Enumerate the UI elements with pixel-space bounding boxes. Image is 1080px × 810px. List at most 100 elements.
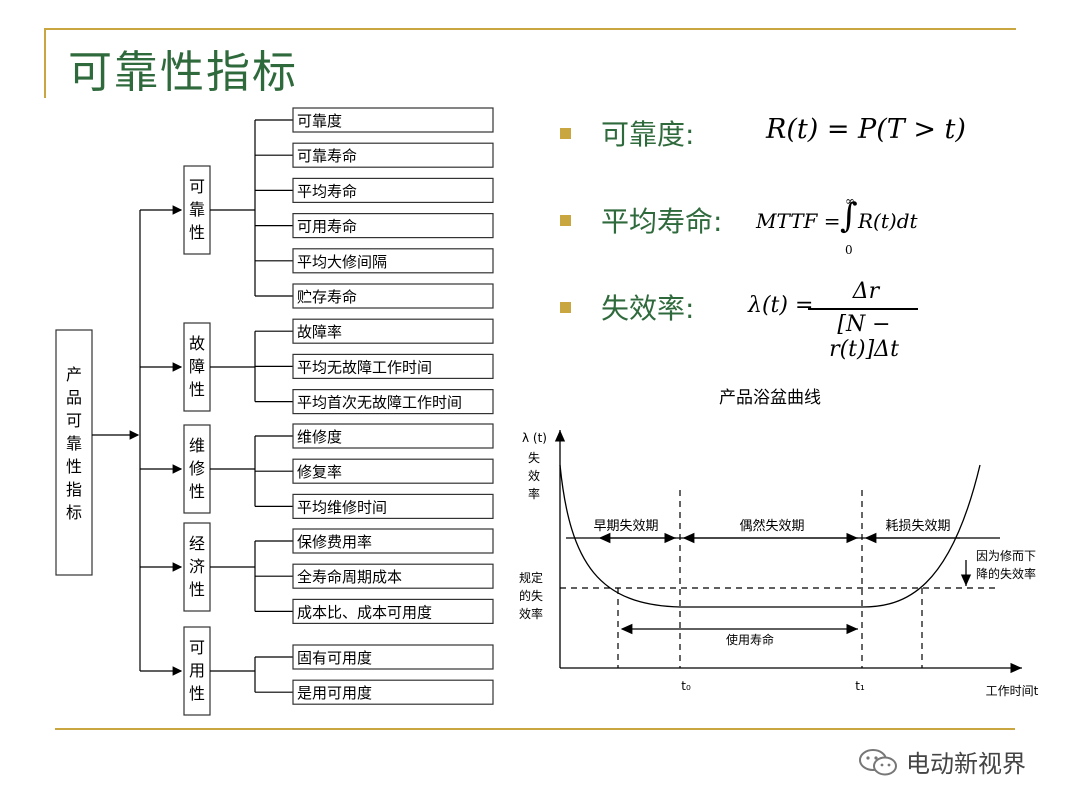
curve-title: 产品浴盆曲线 [719, 388, 821, 408]
wechat-icon [859, 748, 897, 775]
item-label: 贮存寿命 [297, 288, 357, 306]
formula-failure-denominator: [N − r(t)]Δt [829, 312, 899, 362]
formula-reliability: 可靠度: [560, 113, 694, 153]
group-label-char: 性 [189, 684, 205, 703]
group-label-char: 济 [189, 557, 205, 576]
y-axis-label: λ (t) [522, 431, 547, 445]
formula-label: 平均寿命: [601, 205, 723, 238]
item-box [292, 142, 494, 168]
item-label: 修复率 [297, 463, 342, 481]
item-box [292, 248, 494, 274]
root-label-char: 产 [66, 365, 82, 384]
spec-rate-label-line: 效率 [519, 606, 543, 621]
item-box [292, 679, 494, 705]
bullet-icon [560, 301, 571, 313]
item-label: 可靠度 [297, 112, 342, 130]
life-label: 使用寿命 [726, 632, 774, 647]
integral-sign: ∫ [840, 196, 858, 236]
group-label-char: 性 [189, 482, 205, 501]
item-label: 全寿命周期成本 [297, 568, 402, 586]
group-label-char: 维 [189, 436, 205, 455]
group-box [183, 322, 211, 412]
bullet-icon [560, 214, 571, 226]
formula-failure-lhs: λ(t) = [748, 293, 814, 318]
group-box [183, 626, 211, 716]
group-box [183, 522, 211, 612]
group-label-char: 用 [189, 661, 205, 680]
reliability-tree-diagram: 产品可靠性指标可靠性可靠度可靠寿命平均寿命可用寿命平均大修间隔贮存寿命故障性故障… [55, 107, 494, 716]
formula-reliability-expr: R(t) = P(T > t) [766, 114, 966, 145]
item-box [292, 213, 494, 239]
group-label-char: 靠 [189, 200, 205, 219]
group-box [183, 165, 211, 255]
page-title: 可靠性指标 [68, 47, 298, 98]
root-label-char: 靠 [66, 434, 82, 453]
item-box [292, 598, 494, 625]
group-label-char: 性 [189, 223, 205, 242]
watermark: 电动新视界 [858, 744, 1026, 779]
formula-failure-rate: 失效率: [560, 287, 694, 327]
group-label-char: 障 [189, 357, 205, 376]
note-label-line: 因为修而下 [976, 548, 1036, 563]
phase-label: 耗损失效期 [885, 519, 950, 534]
formula-label: 失效率: [601, 292, 695, 325]
root-box [55, 329, 93, 576]
item-label: 可靠寿命 [297, 147, 357, 165]
formula-mttf-lhs: MTTF = [756, 209, 841, 233]
item-label: 平均无故障工作时间 [297, 358, 432, 376]
group-label-char: 经 [189, 534, 205, 553]
bottom-rule [55, 728, 1015, 730]
root-label-char: 可 [66, 411, 82, 430]
item-label: 平均维修时间 [297, 498, 387, 516]
formula-mttf-integrand: R(t)dt [858, 209, 918, 233]
item-box [292, 107, 494, 133]
title-accent-bar [44, 28, 46, 98]
root-label-char: 指 [66, 480, 82, 499]
t1-label: t₁ [855, 679, 865, 693]
spec-rate-label-line: 的失 [519, 588, 543, 603]
item-box [292, 283, 494, 309]
group-label-char: 可 [189, 638, 205, 657]
integral-lower: 0 [845, 243, 853, 257]
bathtub-curve [559, 464, 981, 608]
formula-failure-numerator: Δr [852, 279, 880, 304]
item-box [292, 528, 494, 554]
y-axis-label-line: 效 [528, 468, 540, 483]
item-label: 平均首次无故障工作时间 [297, 394, 462, 412]
item-label: 维修度 [297, 428, 342, 446]
root-label-char: 性 [66, 457, 82, 476]
phase-label: 偶然失效期 [739, 518, 804, 534]
y-axis-label-line: 失 [528, 450, 540, 465]
item-label: 可用寿命 [297, 218, 357, 236]
top-rule [44, 28, 1016, 30]
formula-label: 可靠度: [601, 118, 695, 151]
watermark-text: 电动新视界 [906, 750, 1026, 778]
formula-mttf: 平均寿命: [560, 200, 722, 240]
spec-rate-label-line: 规定 [519, 570, 543, 585]
group-label-char: 故 [189, 334, 205, 353]
item-box [292, 563, 494, 589]
root-label-char: 标 [66, 503, 82, 522]
item-box [292, 177, 494, 203]
group-label-char: 修 [189, 459, 205, 478]
group-label-char: 性 [189, 380, 205, 399]
item-label: 保修费用率 [297, 533, 372, 551]
item-box [292, 423, 494, 449]
phase-label: 早期失效期 [593, 519, 658, 534]
item-label: 成本比、成本可用度 [297, 603, 432, 621]
integral-upper: ∞ [845, 194, 855, 208]
bullet-icon [560, 127, 571, 139]
item-box [292, 318, 494, 344]
x-axis-label: 工作时间t [986, 684, 1039, 698]
t0-label: t₀ [681, 679, 691, 693]
item-box [292, 389, 494, 415]
note-label-line: 降的失效率 [976, 566, 1036, 581]
group-label-char: 可 [189, 177, 205, 196]
root-label-char: 品 [66, 388, 82, 407]
item-label: 是用可用度 [297, 684, 372, 702]
item-label: 故障率 [297, 323, 342, 341]
item-label: 平均寿命 [297, 182, 357, 200]
item-box [292, 353, 494, 379]
group-label-char: 性 [189, 580, 205, 599]
